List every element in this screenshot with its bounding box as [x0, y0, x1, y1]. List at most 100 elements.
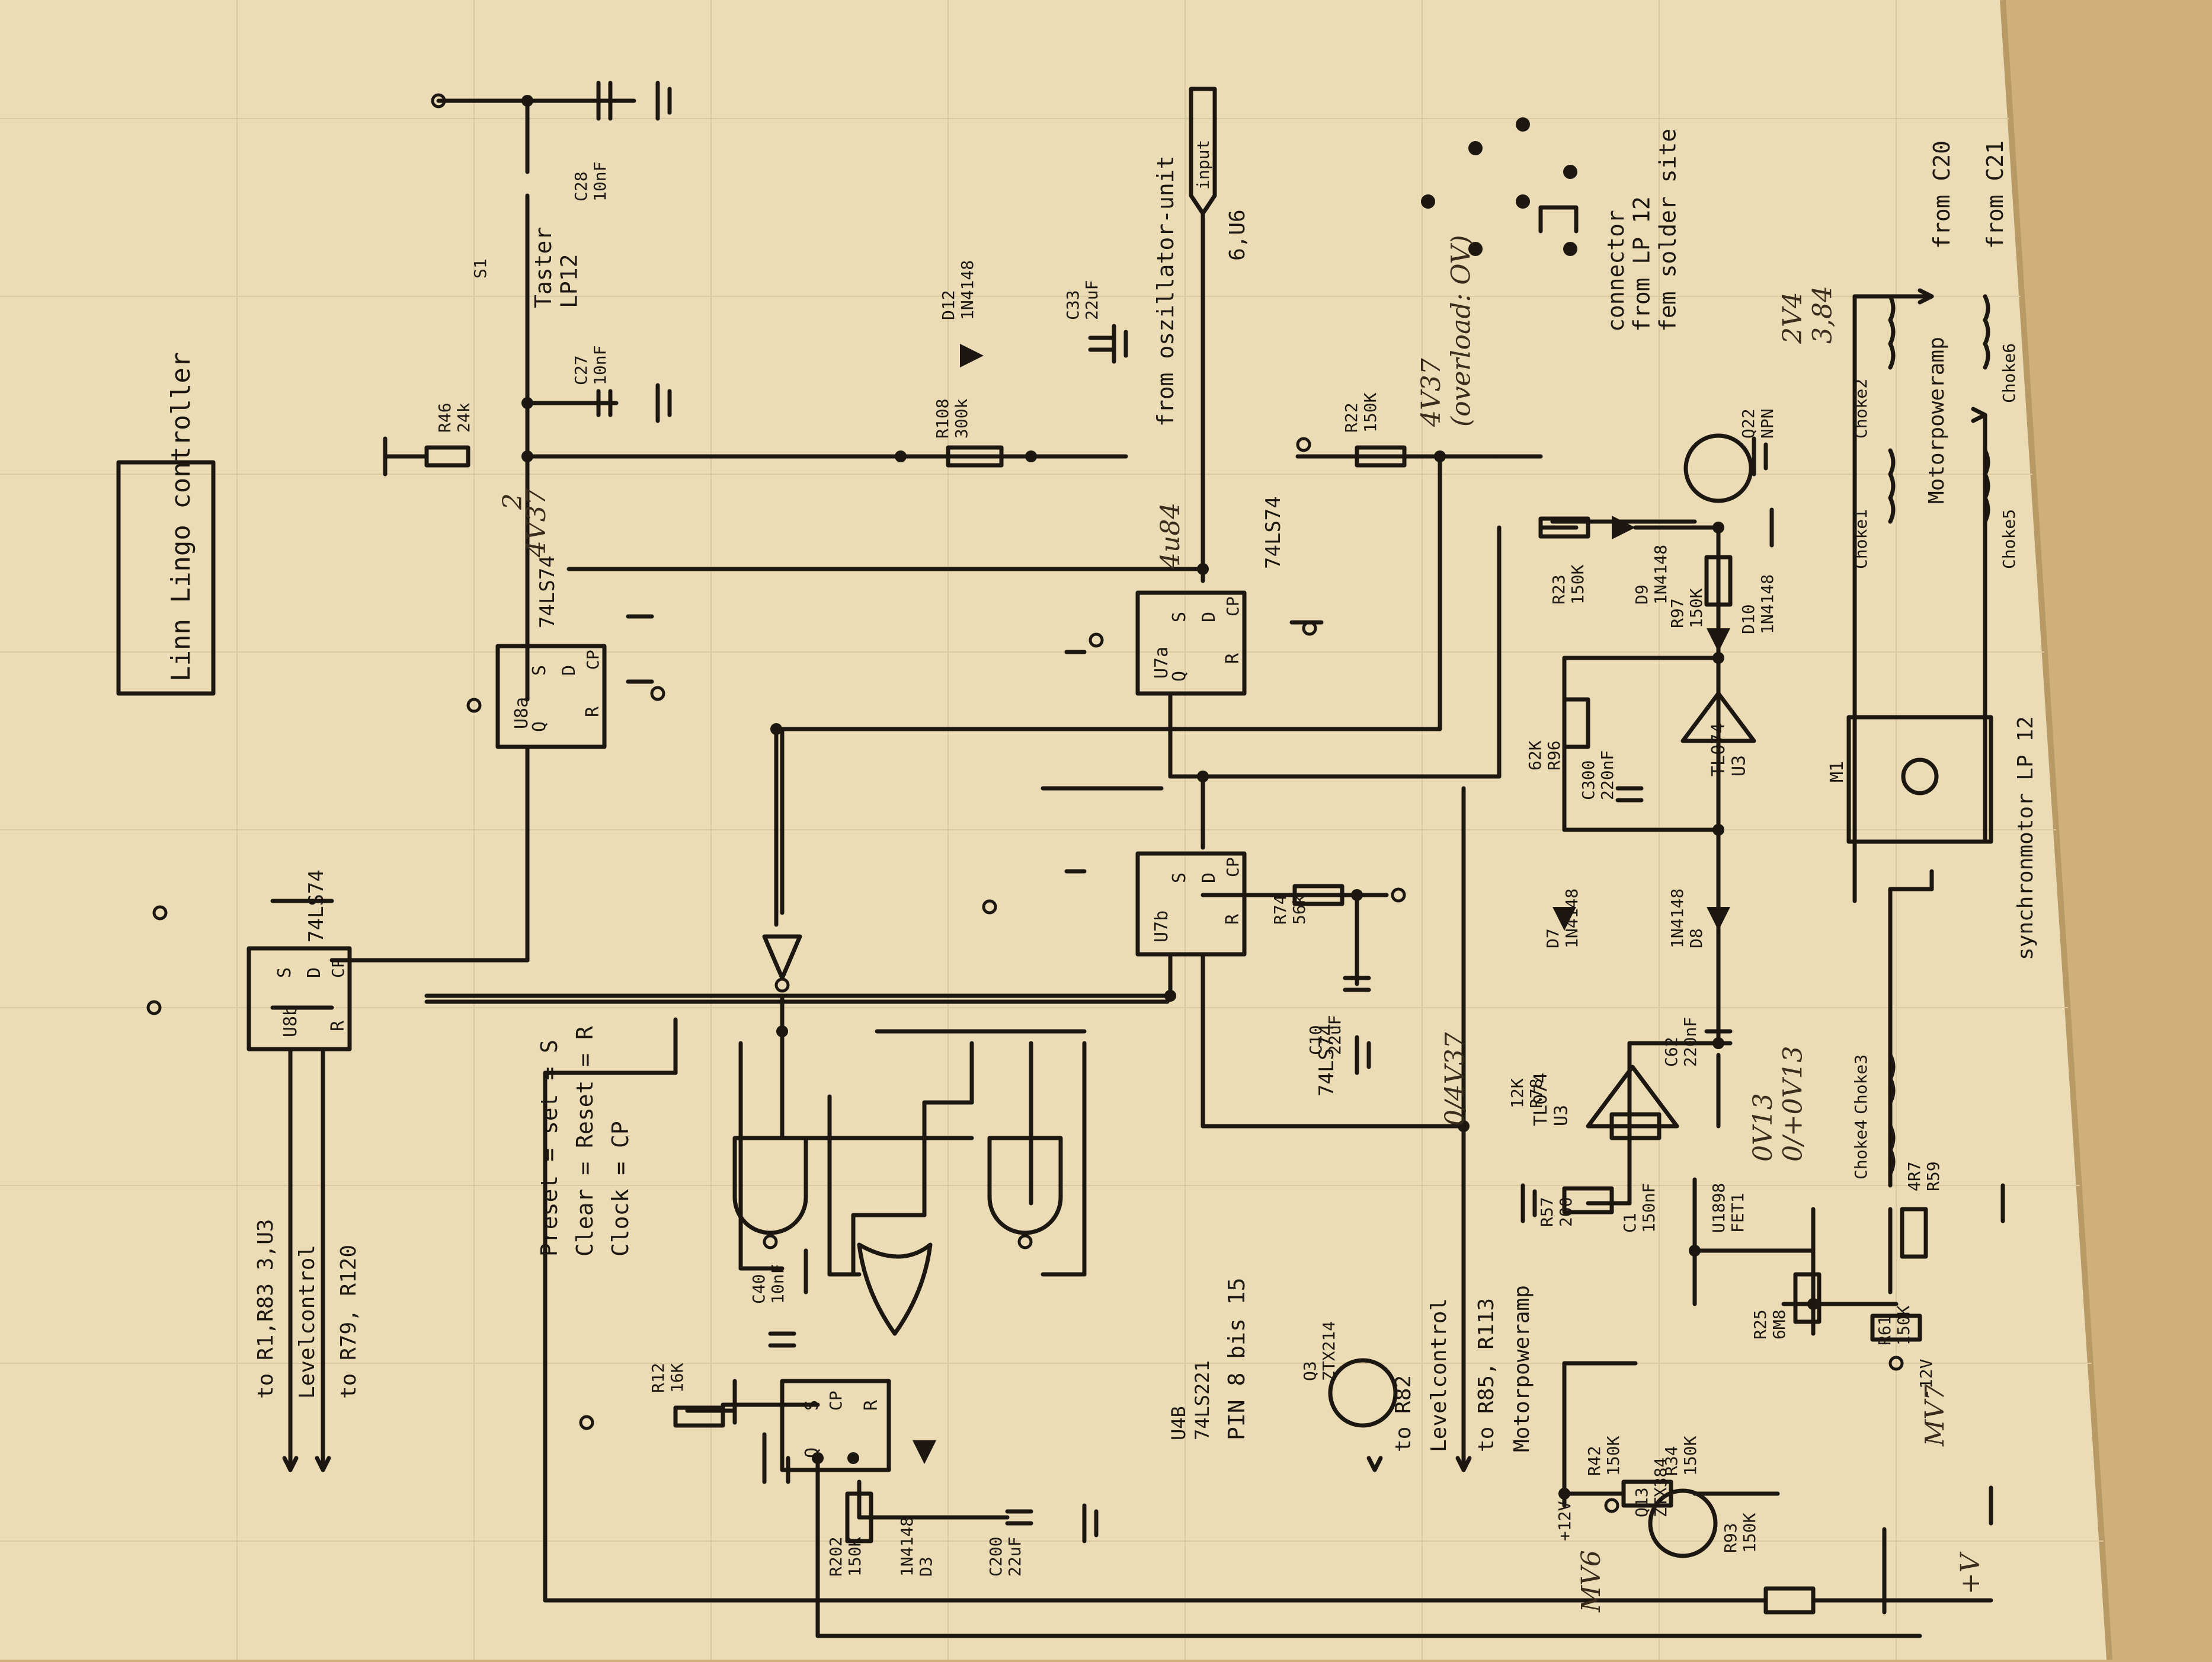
hand-note-2: 4V37(overload: OV)	[1416, 235, 1477, 427]
flipflop-u8b: S U8b D CP R 74LS74	[247, 870, 352, 1051]
flipflop-u8a: S Q U8a D CP R 74LS74	[495, 555, 607, 749]
svg-text:D: D	[1199, 872, 1219, 883]
monoflop-u4b: S Q CP R U4B 74LS221 PIN 8 bis 15	[780, 1277, 1250, 1472]
label-c10: C1022uF	[1306, 1015, 1345, 1055]
handwritten-notes: 4V37 4V37(overload: OV) 4u84 0/4V37 2V43…	[498, 235, 1986, 1613]
label-c300: C300220nF	[1579, 750, 1617, 800]
note-clock: Clock = CP	[607, 1121, 633, 1257]
svg-text:CP: CP	[1223, 857, 1243, 877]
ground-symbols	[383, 81, 2005, 1543]
component-labels: R4624k C2710nF C2810nF S1 TasterLP12 D 12…	[435, 162, 2019, 1577]
label-r34: R34150K	[1662, 1436, 1700, 1476]
opamp-u3-upper: TL074U3	[1680, 691, 1756, 776]
label-r22: R22150K	[1342, 392, 1380, 433]
svg-text:74LS74: 74LS74	[1315, 1024, 1339, 1097]
label-minus12v: -12V	[1916, 1359, 1936, 1399]
input-flag	[1189, 87, 1217, 216]
svg-text:Q: Q	[529, 721, 550, 732]
note-preset: Preset = set = S	[536, 1040, 562, 1257]
svg-text:D: D	[304, 967, 325, 978]
label-d3: 1N4148D3	[897, 1517, 936, 1577]
label-motorpoweramp-bottom: Motorpoweramp	[1510, 1285, 1534, 1452]
label-c28: C2810nF	[571, 162, 610, 202]
svg-text:Q: Q	[802, 1447, 822, 1458]
svg-text:U7a: U7a	[1151, 647, 1172, 679]
flipflop-u7b: S U7b D CP R 74LS74	[1135, 851, 1339, 1097]
opamp-u3-lower: TL074U3	[1531, 1065, 1679, 1129]
resistors	[424, 445, 1928, 1615]
label-c33: C3322uF	[1063, 280, 1102, 320]
label-choke3: Choke3	[1851, 1054, 1871, 1114]
svg-text:D: D	[559, 665, 580, 676]
label-c40: C4010nF	[749, 1264, 788, 1304]
svg-text:Q3ZTX214: Q3ZTX214	[1300, 1321, 1339, 1381]
label-r12: R1216K	[648, 1363, 687, 1393]
label-r93: R93150K	[1721, 1513, 1759, 1553]
svg-text:S: S	[274, 967, 295, 978]
wires	[270, 98, 1993, 1638]
label-to-r85: to R85, R113	[1474, 1298, 1499, 1452]
label-d8: 1N4148D8	[1667, 888, 1706, 948]
chokes	[1888, 294, 1990, 1176]
label-c27: C2710nF	[571, 346, 610, 385]
label-r25: R256M8	[1750, 1309, 1789, 1340]
hand-note-8: +V	[1955, 1551, 1986, 1594]
svg-text:74LS74: 74LS74	[536, 555, 559, 628]
label-to-r1: to R1,R83 3,U3	[254, 1219, 278, 1399]
svg-text:TL074U3: TL074U3	[1708, 723, 1750, 776]
label-input: input	[1193, 140, 1213, 190]
synchronmotor-m1: M1 synchronmotor LP 12	[1827, 715, 2038, 960]
label-to-r79: to R79, R120	[337, 1245, 361, 1399]
capacitors	[596, 81, 1733, 1526]
note-clear: Clear = Reset = R	[572, 1026, 598, 1257]
label-choke4: Choke4	[1851, 1120, 1871, 1180]
svg-text:U8b: U8b	[280, 1005, 301, 1037]
label-s1: S1	[470, 258, 490, 279]
svg-text:TL074U3: TL074U3	[1531, 1073, 1572, 1126]
svg-text:CP: CP	[1223, 596, 1243, 616]
junctions	[521, 95, 1819, 1500]
label-r59: 4R7R59	[1904, 1161, 1943, 1191]
svg-text:R: R	[861, 1399, 882, 1411]
hand-note-1: 4V37	[521, 488, 552, 558]
svg-text:synchronmotor LP 12: synchronmotor LP 12	[2013, 716, 2038, 960]
label-r97: R97150K	[1667, 588, 1706, 628]
label-r108: R108300k	[933, 398, 971, 439]
label-d7: D71N4148	[1543, 888, 1582, 948]
transistor-q3: Q3ZTX214	[1300, 1321, 1398, 1428]
label-plus12v: +12V	[1555, 1501, 1574, 1541]
label-r46: R4624k	[435, 402, 473, 433]
svg-text:S: S	[529, 665, 550, 676]
svg-text:PIN 8 bis 15: PIN 8 bis 15	[1224, 1277, 1250, 1440]
label-d10: D101N4148	[1739, 574, 1777, 634]
label-r42: R42150K	[1584, 1436, 1623, 1476]
label-r23: R23150K	[1549, 564, 1587, 605]
label-choke2: Choke2	[1851, 379, 1871, 439]
flipflop-u7a: S Q U7a D CP R 74LS74	[1135, 496, 1285, 696]
svg-text:R: R	[582, 706, 603, 717]
label-r78: 12KR78	[1507, 1078, 1546, 1108]
svg-text:U7b: U7b	[1151, 910, 1172, 942]
svg-text:R: R	[328, 1020, 348, 1031]
hand-note-7: 0V130/+0V13	[1748, 1046, 1808, 1162]
signal-labels: to R1,R83 3,U3 Levelcontrol to R79, R120…	[254, 129, 2008, 1541]
svg-text:S: S	[1169, 872, 1190, 883]
label-taster: TasterLP12	[530, 227, 582, 308]
svg-text:R: R	[1222, 913, 1243, 925]
hand-note-4: 0/4V37	[1440, 1032, 1470, 1126]
nand-gates	[732, 934, 1063, 1336]
svg-text:CP: CP	[328, 958, 348, 978]
page-title: Linn Lingo controller	[166, 352, 196, 682]
svg-text:74LS74: 74LS74	[305, 870, 328, 942]
label-d9: D91N4148	[1632, 545, 1670, 605]
legend-notes: Preset = set = S Clear = Reset = R Clock…	[536, 1026, 633, 1257]
label-choke5: Choke5	[1999, 509, 2019, 569]
label-c200: C20022uF	[986, 1537, 1025, 1577]
transistor-q22: Q22NPN	[1683, 408, 1777, 503]
label-from-c20: from C20	[1929, 140, 1955, 249]
label-motorpoweramp: Motorpoweramp	[1925, 337, 1949, 504]
label-levelcontrol-top: Levelcontrol	[295, 1245, 319, 1399]
label-r57: R57200	[1537, 1197, 1576, 1227]
